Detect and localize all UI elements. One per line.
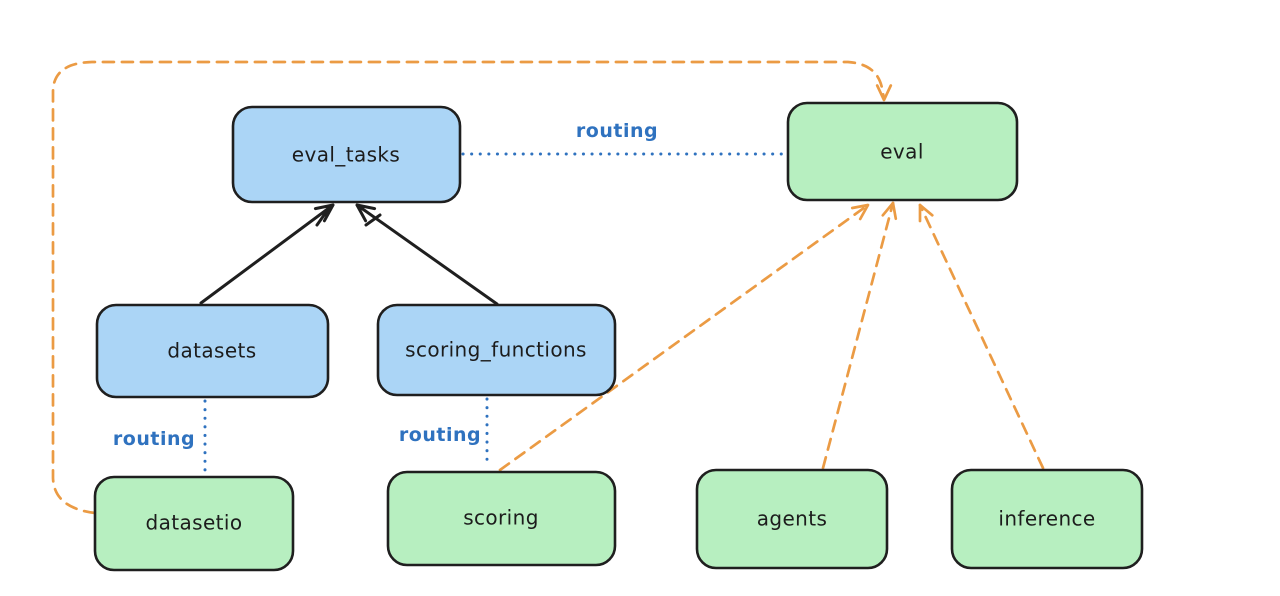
- node-inference-label: inference: [998, 507, 1095, 531]
- edge-scoring-to-eval-arrowhead: [850, 203, 870, 221]
- node-scoring-functions[interactable]: scoring_functions: [376, 303, 617, 397]
- edge-scoring-to-eval: [498, 203, 870, 472]
- node-eval[interactable]: eval: [786, 101, 1019, 202]
- node-datasetio-label: datasetio: [145, 511, 242, 535]
- routing-label-top: routing: [576, 120, 658, 142]
- edge-inference-to-eval-arrowhead: [918, 203, 934, 223]
- edge-datasetio-to-eval-arrowhead: [875, 84, 893, 102]
- routing-label-scoring: routing: [399, 424, 481, 446]
- edge-agents-to-eval: [821, 201, 895, 470]
- node-eval-tasks[interactable]: eval_tasks: [231, 105, 462, 204]
- node-scoring-box[interactable]: [386, 470, 617, 567]
- node-agents[interactable]: agents: [695, 468, 889, 570]
- node-agents-label: agents: [757, 507, 828, 531]
- routing-label-datasetio: routing: [113, 428, 195, 450]
- node-datasets[interactable]: datasets: [95, 303, 330, 399]
- node-datasets-box[interactable]: [95, 303, 330, 399]
- edge-agents-to-eval-arrowhead: [881, 201, 898, 221]
- node-eval-box[interactable]: [786, 101, 1019, 202]
- edge-labels-layer: routing routing routing: [113, 120, 658, 450]
- edge-datasetio-to-eval: [51, 60, 885, 515]
- node-inference-box[interactable]: [950, 468, 1144, 570]
- node-datasetio-box[interactable]: [93, 475, 295, 572]
- edge-scoring-functions-to-eval-tasks: [355, 203, 499, 306]
- node-inference[interactable]: inference: [950, 468, 1144, 570]
- node-eval-tasks-box[interactable]: [231, 105, 462, 204]
- node-agents-box[interactable]: [695, 468, 889, 570]
- node-scoring[interactable]: scoring: [386, 470, 617, 567]
- node-scoring-functions-box[interactable]: [376, 303, 617, 397]
- node-scoring-label: scoring: [463, 506, 539, 530]
- edges-layer: [51, 60, 1045, 515]
- node-scoring-functions-label: scoring_functions: [405, 338, 587, 362]
- node-datasetio[interactable]: datasetio: [93, 475, 295, 572]
- node-eval-tasks-label: eval_tasks: [292, 143, 400, 167]
- edge-inference-to-eval: [918, 203, 1045, 470]
- node-eval-label: eval: [880, 140, 924, 164]
- edge-datasets-to-eval-tasks: [199, 203, 335, 305]
- node-datasets-label: datasets: [167, 339, 256, 363]
